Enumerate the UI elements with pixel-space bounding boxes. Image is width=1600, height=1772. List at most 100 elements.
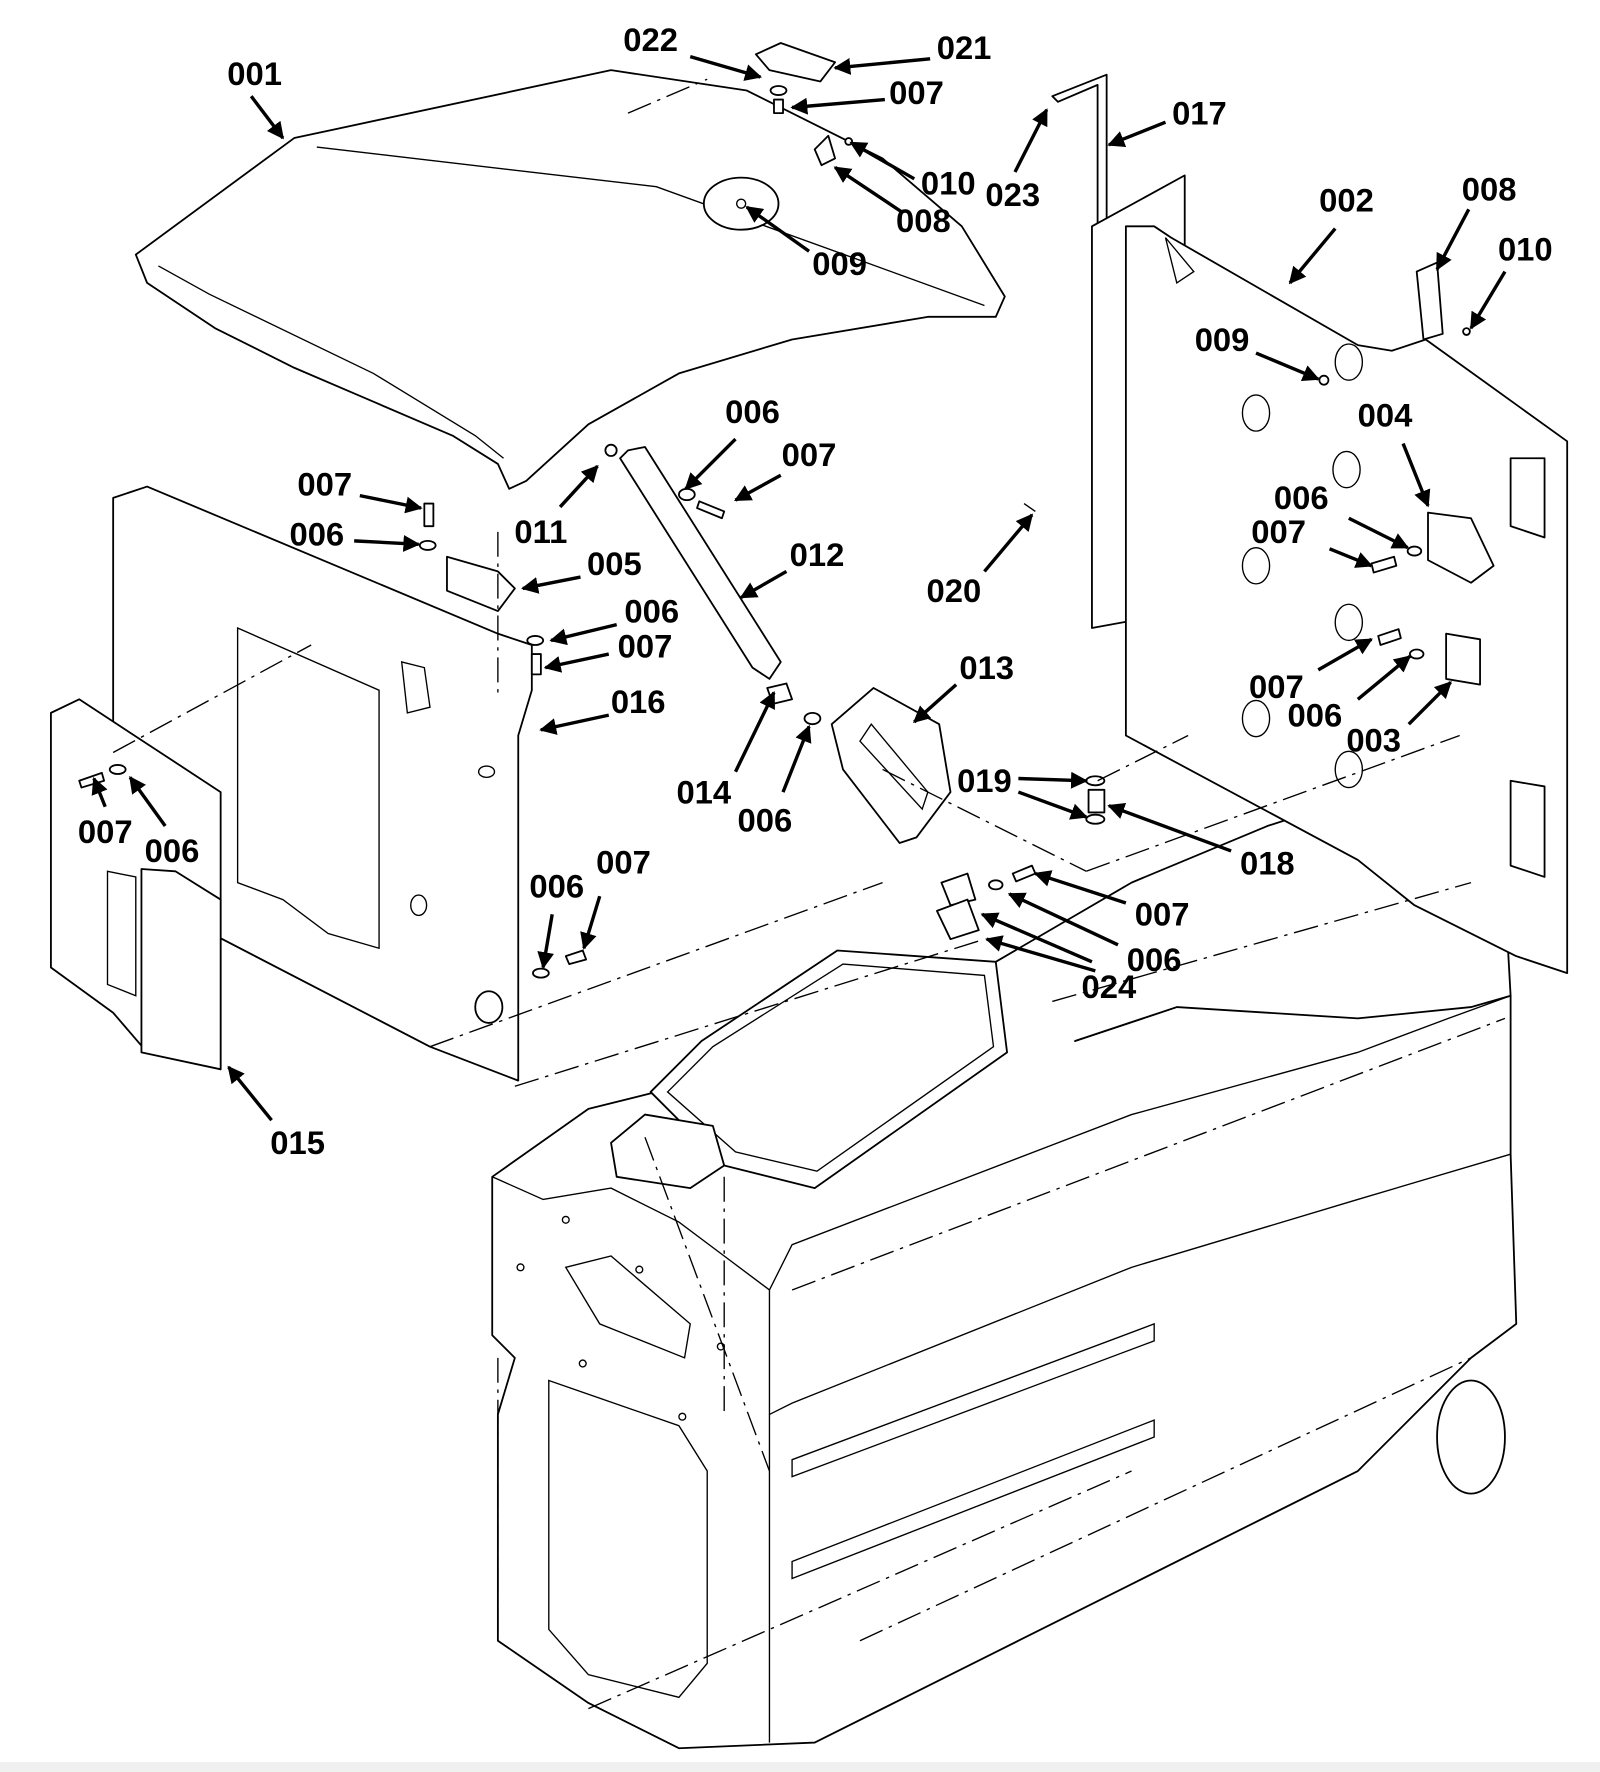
part-number-label: 010 xyxy=(1498,230,1553,267)
callout-007: 007 xyxy=(1251,513,1374,568)
part-number-label: 007 xyxy=(618,627,673,664)
callout-arrow xyxy=(549,622,618,646)
part-number-label: 006 xyxy=(1127,941,1182,978)
callout-arrow xyxy=(985,935,1096,973)
callout-arrow xyxy=(543,652,610,673)
callout-011: 011 xyxy=(514,464,599,550)
callout-007: 007 xyxy=(734,436,837,502)
callout-008: 008 xyxy=(1435,170,1517,271)
callout-014: 014 xyxy=(676,690,776,810)
part-number-label: 004 xyxy=(1358,397,1413,434)
callout-arrow xyxy=(354,534,421,552)
strut-and-bracket xyxy=(604,443,952,844)
part-number-label: 007 xyxy=(1249,668,1304,705)
callout-007: 007 xyxy=(297,466,423,514)
part-number-label: 010 xyxy=(921,165,976,202)
callout-arrow xyxy=(580,895,602,950)
part-number-label: 008 xyxy=(896,202,951,239)
callout-006: 006 xyxy=(684,393,780,491)
part-number-label: 023 xyxy=(985,176,1040,213)
part-number-label: 007 xyxy=(1251,513,1306,550)
callout-arrow xyxy=(1107,120,1167,148)
callout-020: 020 xyxy=(927,513,1034,609)
callout-015: 015 xyxy=(227,1065,325,1161)
part-number-label: 012 xyxy=(790,536,845,573)
callout-arrow xyxy=(733,690,776,773)
callout-arrow xyxy=(227,1065,273,1122)
callout-arrow xyxy=(1007,892,1119,947)
callout-arrow xyxy=(833,166,904,215)
part-number-label: 008 xyxy=(1462,170,1517,207)
callout-009: 009 xyxy=(745,205,867,282)
callout-arrow xyxy=(1255,351,1320,382)
callout-013: 013 xyxy=(913,649,1014,724)
callout-arrow xyxy=(359,493,423,514)
part-number-label: 009 xyxy=(1195,321,1250,358)
callout-arrow xyxy=(521,575,581,594)
callout-arrow xyxy=(249,95,285,140)
callout-002: 002 xyxy=(1288,182,1374,285)
callout-007: 007 xyxy=(1249,637,1373,705)
part-number-label: 020 xyxy=(927,572,982,609)
callout-arrow xyxy=(1407,681,1452,726)
callout-arrow xyxy=(128,775,167,828)
callout-007: 007 xyxy=(580,844,651,950)
callout-006: 006 xyxy=(128,775,200,869)
part-number-label: 009 xyxy=(812,245,867,282)
part-number-label: 007 xyxy=(889,74,944,111)
callout-016: 016 xyxy=(539,683,666,735)
callout-006: 006 xyxy=(549,592,679,646)
callout-004: 004 xyxy=(1358,397,1431,508)
callout-arrow xyxy=(833,57,931,75)
bottom-strip xyxy=(0,1762,1600,1772)
callout-arrow xyxy=(983,513,1034,573)
callout-023: 023 xyxy=(985,108,1049,213)
callout-arrow xyxy=(1017,790,1088,820)
part-number-label: 006 xyxy=(624,592,679,629)
callout-arrow xyxy=(781,724,812,793)
callout-arrow xyxy=(1328,547,1374,568)
part-number-label: 007 xyxy=(297,466,352,503)
callout-005: 005 xyxy=(521,545,642,594)
part-number-label: 022 xyxy=(623,21,678,58)
callout-012: 012 xyxy=(739,536,845,599)
callout-arrow xyxy=(790,97,886,115)
callout-003: 003 xyxy=(1346,681,1452,758)
callout-arrow xyxy=(689,54,763,81)
part-number-label: 006 xyxy=(145,832,200,869)
part-number-label: 003 xyxy=(1346,721,1401,758)
part-number-label: 007 xyxy=(78,813,133,850)
callout-arrow xyxy=(558,464,599,509)
hardware-top xyxy=(754,42,853,167)
callout-arrow xyxy=(1018,771,1088,789)
callout-arrow xyxy=(1401,442,1431,508)
part-number-label: 006 xyxy=(725,393,780,430)
part-number-label: 017 xyxy=(1172,94,1227,131)
callout-arrow xyxy=(913,683,958,724)
callout-021: 021 xyxy=(833,29,992,75)
part-number-label: 013 xyxy=(959,649,1014,686)
callout-001: 001 xyxy=(227,55,285,140)
main-body xyxy=(491,762,1518,1750)
part-number-label: 007 xyxy=(782,436,837,473)
callout-arrow xyxy=(1107,803,1232,853)
part-number-label: 007 xyxy=(596,844,651,881)
callout-arrow xyxy=(1356,654,1412,701)
part-number-label: 015 xyxy=(270,1124,325,1161)
callout-arrow xyxy=(91,776,108,808)
callout-arrow xyxy=(1469,270,1507,330)
callout-007: 007 xyxy=(1033,870,1189,933)
part-number-label: 014 xyxy=(676,773,731,810)
callout-arrow xyxy=(1288,227,1337,285)
part-number-label: 006 xyxy=(738,802,793,839)
callout-007: 007 xyxy=(790,74,944,115)
callout-arrow xyxy=(539,713,610,735)
part-number-label: 021 xyxy=(937,29,992,66)
part-number-label: 018 xyxy=(1240,845,1295,882)
callout-024: 024 xyxy=(980,912,1137,1005)
callout-006: 006 xyxy=(529,867,584,970)
top-cover xyxy=(134,69,1006,490)
callout-019: 019 xyxy=(957,762,1088,820)
